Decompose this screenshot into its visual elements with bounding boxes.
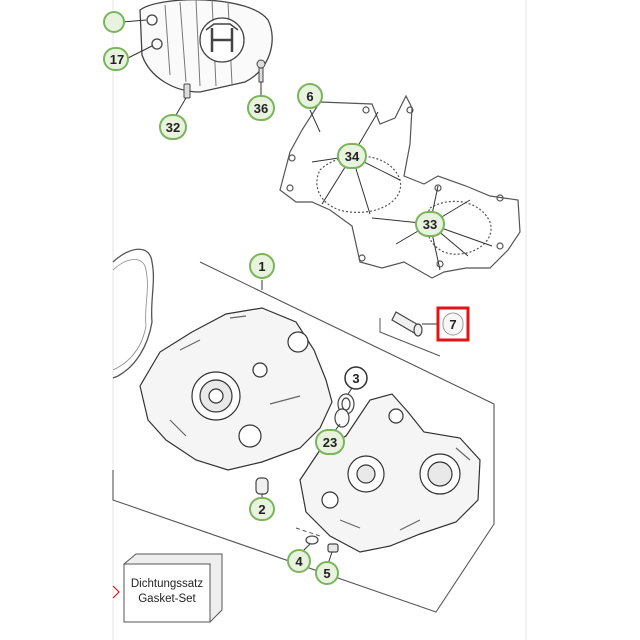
dowel-frame [379, 318, 441, 357]
callout-7-highlighted[interactable]: 7 [436, 306, 470, 342]
gasket-set-label-de: Dichtungssatz [131, 578, 203, 590]
callout-5[interactable]: 5 [315, 561, 339, 585]
svg-text:34: 34 [345, 149, 360, 164]
svg-text:32: 32 [166, 120, 180, 135]
callout-33[interactable]: 33 [415, 211, 445, 237]
callout-2[interactable]: 2 [249, 497, 275, 521]
leader-top [121, 19, 147, 23]
gasket-set-box: Dichtungssatz Gasket-Set [123, 553, 223, 623]
clutch-gasket [112, 248, 155, 379]
screw-36 [256, 59, 266, 83]
svg-text:33: 33 [423, 217, 437, 232]
callout-32[interactable]: 32 [159, 114, 187, 140]
svg-text:7: 7 [449, 317, 456, 332]
left-crankcase-half [139, 307, 333, 471]
leader-17 [127, 45, 153, 59]
callout-1[interactable]: 1 [249, 253, 275, 279]
callout-top-partial[interactable] [103, 11, 125, 33]
assembly-frame [112, 261, 495, 613]
callout-34[interactable]: 34 [337, 143, 367, 169]
callout-6[interactable]: 6 [297, 83, 323, 109]
svg-text:6: 6 [306, 89, 313, 104]
box-side-marker [112, 585, 120, 599]
leader-32 [175, 97, 187, 116]
callout-4[interactable]: 4 [287, 549, 311, 573]
callout-3[interactable]: 3 [344, 366, 368, 390]
dowel-2 [255, 477, 269, 495]
svg-text:2: 2 [258, 502, 265, 517]
dowel-7 [391, 311, 423, 337]
washer-4 [305, 535, 319, 545]
svg-text:36: 36 [254, 101, 268, 116]
leader-3 [347, 387, 353, 395]
ignition-cover [139, 0, 273, 93]
screw-5 [327, 543, 339, 553]
svg-text:4: 4 [295, 554, 303, 569]
svg-text:5: 5 [323, 566, 330, 581]
screw-32 [183, 83, 191, 99]
svg-text:17: 17 [110, 52, 124, 67]
callout-36[interactable]: 36 [247, 95, 275, 121]
bushing-23 [334, 408, 350, 428]
svg-text:1: 1 [258, 259, 265, 274]
callout-17[interactable]: 17 [103, 47, 129, 71]
callout-23[interactable]: 23 [315, 429, 345, 455]
leader-6 [309, 109, 321, 133]
frame-dash [295, 527, 321, 537]
svg-text:3: 3 [352, 371, 359, 386]
svg-text:23: 23 [323, 435, 337, 450]
gasket-set-label-en: Gasket-Set [138, 593, 196, 605]
right-crankcase-half [299, 393, 481, 553]
